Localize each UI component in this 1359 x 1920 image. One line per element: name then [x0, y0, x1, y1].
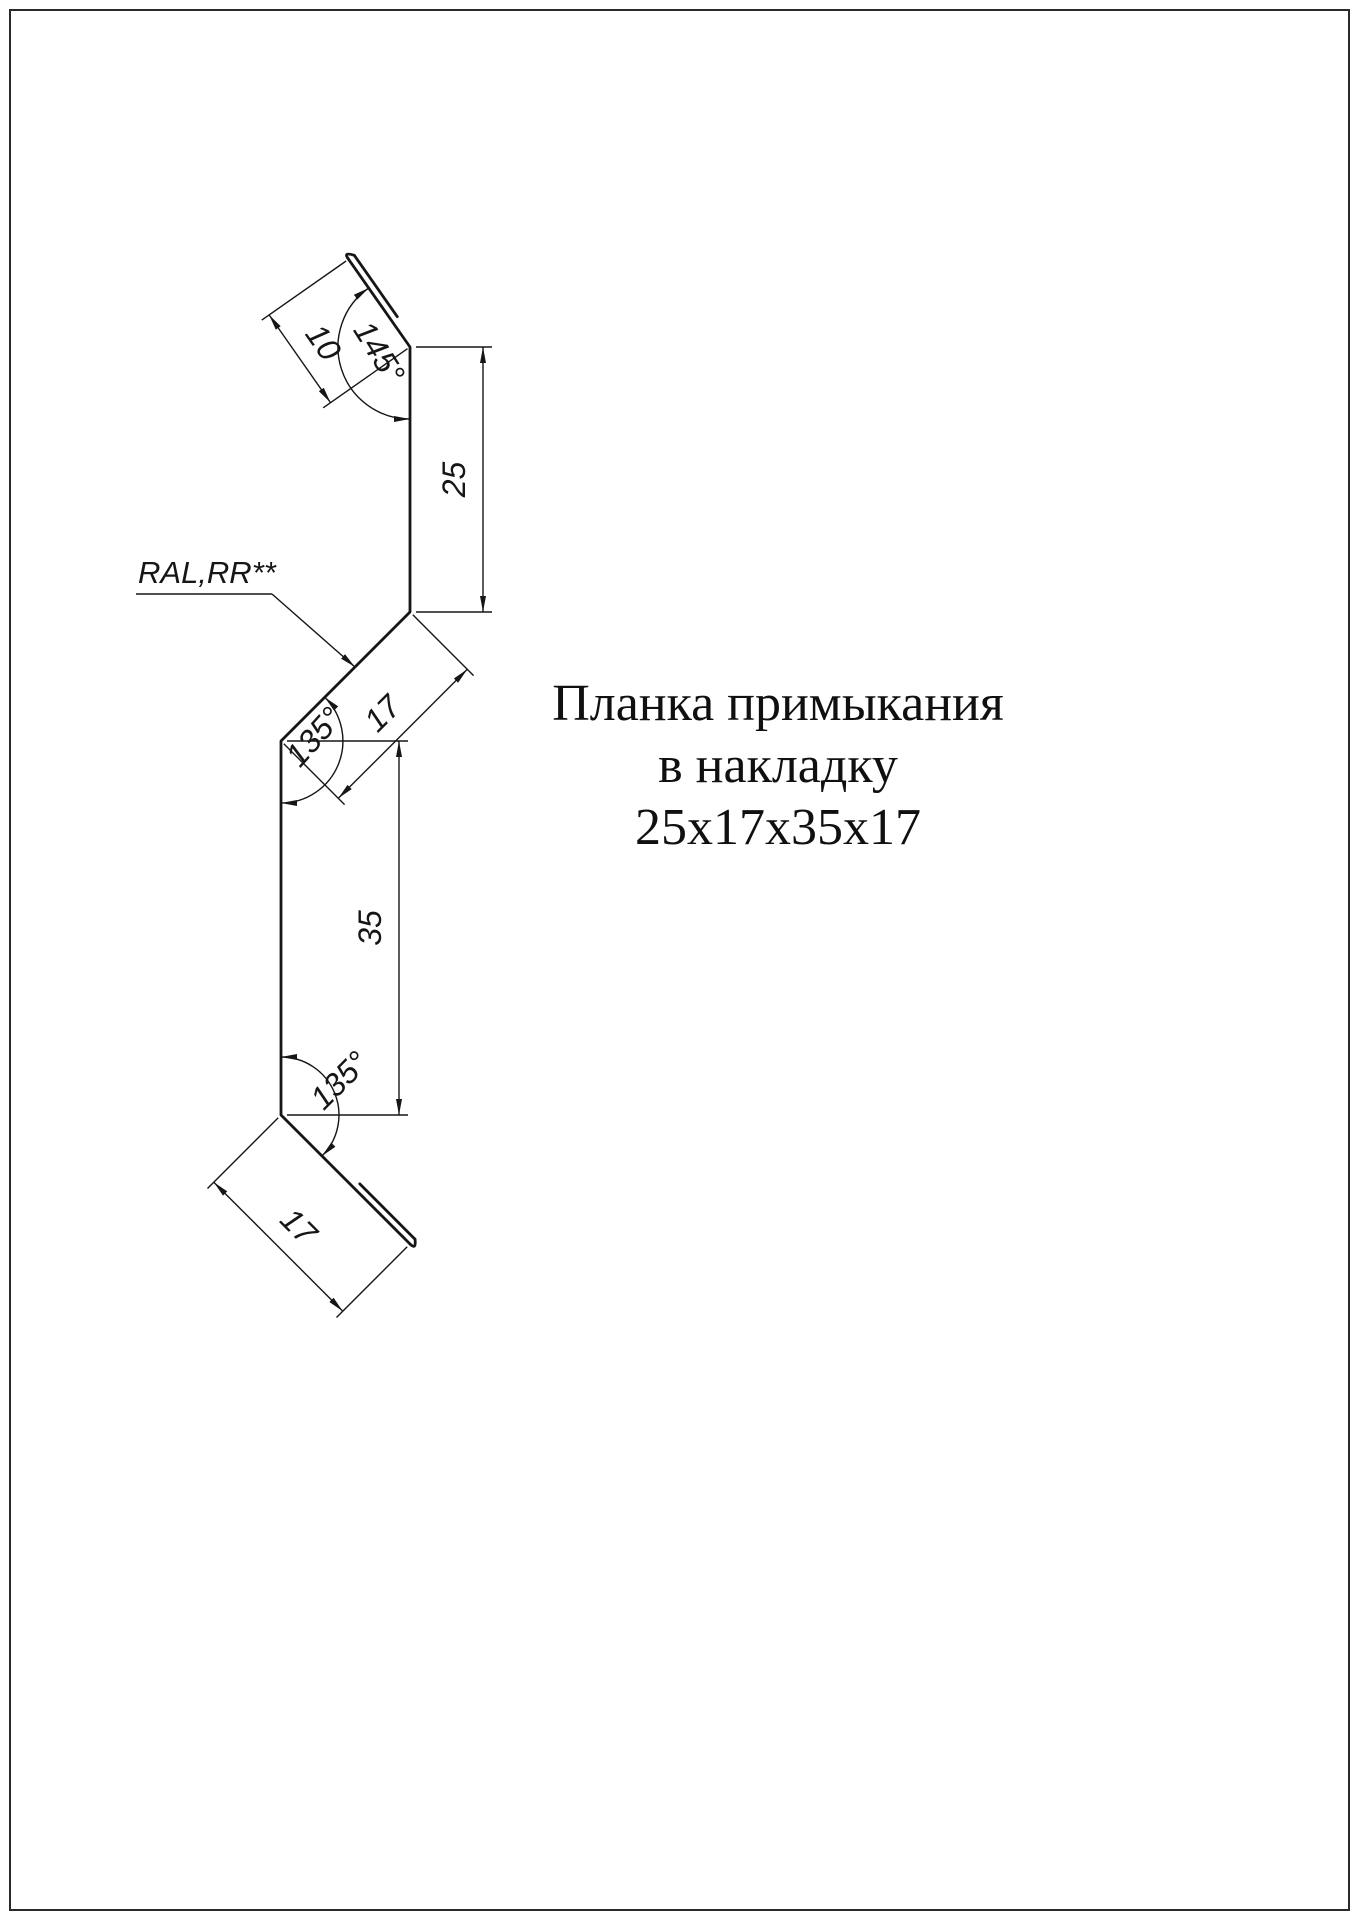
- material-label: RAL,RR**: [138, 555, 277, 590]
- angle-arc: [337, 287, 411, 422]
- extension-line: [207, 1117, 279, 1189]
- dimension-value-35: 35: [352, 910, 388, 946]
- extension-line: [261, 260, 347, 321]
- dimension-line: [268, 314, 332, 404]
- angle-arc: [280, 1054, 340, 1157]
- dimension-value-17-upper: 17: [357, 687, 408, 738]
- leader-line: [271, 593, 356, 668]
- page-border: [9, 9, 1350, 1911]
- dimension-25: 25: [416, 346, 492, 613]
- angle-135-middle: 135°: [278, 696, 349, 806]
- bottom-hem-line: [358, 1182, 417, 1241]
- dimension-line: [337, 668, 468, 799]
- bottom-hem-cap: [408, 1237, 417, 1248]
- title-line-3: 25x17x35x17: [635, 799, 921, 856]
- top-hem-line: [352, 253, 399, 319]
- top-hem-cap: [345, 252, 356, 261]
- dimension-17-bottom: 17: [207, 1117, 408, 1318]
- title-line-2: в накладку: [658, 737, 898, 794]
- extension-line: [336, 1246, 408, 1318]
- dimension-line: [213, 1181, 344, 1312]
- extension-line: [412, 614, 475, 677]
- angle-arc: [280, 696, 344, 806]
- material-leader: RAL,RR**: [136, 555, 356, 668]
- angle-135-bottom: 135°: [280, 1044, 375, 1157]
- title-line-1: Планка примыкания: [552, 675, 1004, 732]
- drawing-title: Планка примыкания в накладку 25x17x35x17: [552, 675, 1004, 856]
- dimension-value-17-bottom: 17: [273, 1201, 324, 1252]
- dimension-value-25: 25: [436, 462, 472, 499]
- angle-value-135-bottom: 135°: [303, 1044, 375, 1116]
- angle-145: 145°: [337, 287, 412, 422]
